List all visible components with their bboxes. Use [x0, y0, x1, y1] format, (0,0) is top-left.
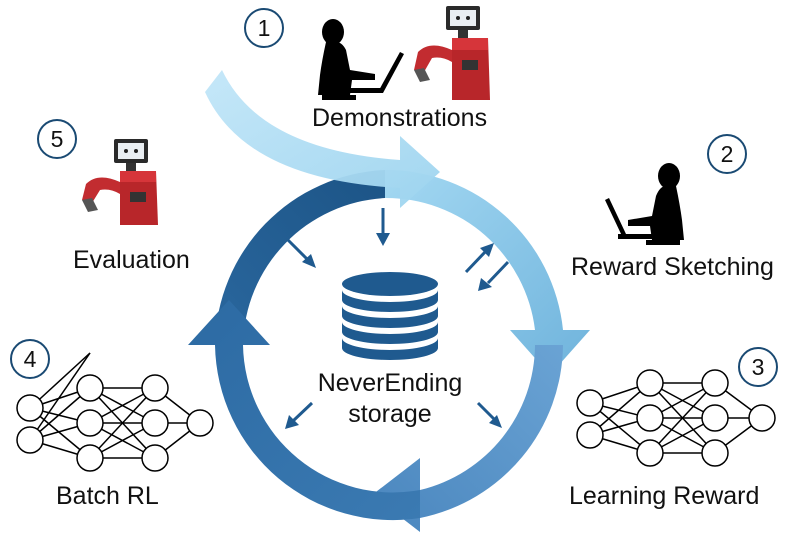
evaluation-robot-icon — [82, 139, 158, 225]
storage-label-line2: storage — [348, 400, 432, 429]
neural-network-icon — [16, 352, 214, 472]
robot-icon — [414, 6, 490, 100]
demonstrations-label: Demonstrations — [312, 104, 488, 132]
step-4-number: 4 — [10, 339, 50, 379]
storage-flow-arrows — [285, 208, 510, 429]
reward-network-icon — [576, 369, 776, 467]
arrow-from-reward-sketching — [478, 260, 510, 291]
step-2-number: 2 — [707, 134, 747, 174]
storage-label-line1: NeverEnding — [317, 369, 463, 397]
evaluation-label: Evaluation — [73, 246, 190, 274]
storage-label: NeverEnding storage — [300, 368, 480, 431]
cycle-arrows — [188, 169, 590, 532]
cycle-arc-bottom-left — [188, 300, 420, 521]
arrow-from-evaluation — [286, 238, 316, 268]
database-icon — [342, 272, 438, 360]
learning-reward-label: Learning Reward — [569, 482, 760, 510]
person-sketching-icon — [605, 163, 684, 245]
step-5-number: 5 — [37, 119, 77, 159]
arrow-to-learning-reward — [476, 401, 502, 428]
step-3-number: 3 — [738, 347, 778, 387]
arrow-to-reward-sketching — [464, 243, 494, 274]
cycle-arc-bottom-right — [372, 345, 563, 532]
batch-rl-label: Batch RL — [56, 482, 159, 510]
cycle-arc-top-right — [385, 169, 590, 375]
arrow-to-batch-rl — [285, 401, 314, 429]
step-1-number: 1 — [244, 8, 284, 48]
person-at-laptop-icon — [318, 19, 404, 100]
reward-sketching-label: Reward Sketching — [571, 253, 774, 281]
demonstrations-arrow — [205, 70, 440, 208]
arrow-down-from-demonstrations — [376, 208, 390, 246]
